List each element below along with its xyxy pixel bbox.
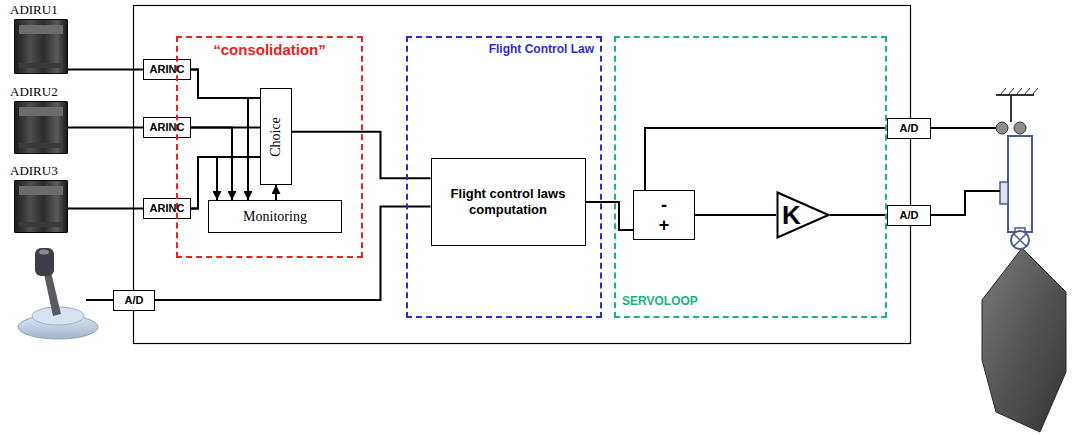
position-sensor bbox=[1000, 182, 1008, 204]
adiru-picture bbox=[14, 19, 68, 74]
joystick-button bbox=[39, 250, 49, 255]
actuator-cylinder bbox=[1008, 136, 1032, 232]
ad-converter: A/D bbox=[113, 290, 155, 311]
subtractor: -+ bbox=[633, 190, 695, 240]
control-law-group: Flight Control LawFlight control laws co… bbox=[406, 36, 602, 318]
ad-converter: A/D bbox=[887, 118, 931, 139]
adiru-panel bbox=[19, 107, 63, 116]
hinge-pivot bbox=[1011, 231, 1029, 249]
signal-line bbox=[68, 127, 143, 129]
box-label: ARINC bbox=[150, 202, 185, 215]
computer-housing bbox=[134, 6, 911, 344]
signal-line bbox=[830, 214, 887, 216]
joystick-illustration bbox=[18, 248, 98, 339]
unit-label: ADIRU3 bbox=[10, 163, 58, 178]
signal-line bbox=[586, 202, 634, 230]
servoloop-group: SERVOLOOP-+K bbox=[614, 36, 887, 318]
ground-line bbox=[996, 94, 1034, 96]
feedback-wire bbox=[931, 127, 996, 129]
ad-converter: A/D bbox=[887, 205, 931, 226]
actuator-illustration bbox=[982, 88, 1066, 432]
arinc-interface: ARINC bbox=[143, 59, 191, 80]
arinc-interface: ARINC bbox=[143, 117, 191, 138]
box-label: Monitoring bbox=[243, 209, 307, 225]
gain-triangle-shape bbox=[778, 193, 829, 238]
box-label: A/D bbox=[900, 122, 919, 135]
box-label: A/D bbox=[125, 294, 144, 307]
signal-line bbox=[645, 128, 887, 190]
gain-triangle: K bbox=[776, 191, 830, 239]
signal-line bbox=[275, 185, 277, 200]
adiru-unit: ADIRU3 bbox=[10, 163, 68, 233]
box-label: + bbox=[659, 216, 670, 234]
box-label: K bbox=[782, 201, 801, 229]
signal-line bbox=[695, 214, 776, 216]
joystick-wire bbox=[86, 299, 113, 301]
adiru-unit: ADIRU1 bbox=[10, 2, 68, 74]
adiru-panel bbox=[19, 186, 63, 195]
adiru-panel bbox=[19, 222, 63, 227]
signal-line bbox=[68, 208, 143, 210]
box-label: Choice bbox=[268, 117, 284, 157]
adiru-panel bbox=[19, 143, 63, 148]
command-wire bbox=[931, 191, 1000, 215]
adiru-picture bbox=[14, 101, 68, 154]
signal-line bbox=[68, 69, 143, 71]
group-title: “consolidation” bbox=[178, 41, 361, 58]
adiru-panel bbox=[19, 25, 63, 34]
pivot-cross bbox=[1014, 234, 1026, 246]
consolidation-group: “consolidation” ChoiceMonitoring bbox=[176, 36, 363, 258]
joystick-grip bbox=[35, 248, 54, 276]
roller bbox=[1014, 122, 1026, 134]
box-label: - bbox=[661, 196, 667, 214]
unit-label: ADIRU1 bbox=[10, 2, 58, 17]
roller bbox=[996, 122, 1008, 134]
box-label: ARINC bbox=[150, 121, 185, 134]
box-label: A/D bbox=[900, 209, 919, 222]
group-title: SERVOLOOP bbox=[622, 294, 698, 308]
choice-box: Choice bbox=[260, 88, 292, 185]
adiru-panel bbox=[19, 63, 63, 68]
adiru-picture bbox=[14, 180, 68, 233]
anchor-strut bbox=[1010, 95, 1012, 122]
process-box: Flight control laws computation bbox=[431, 158, 586, 246]
signal-line bbox=[191, 70, 260, 99]
monitoring-box: Monitoring bbox=[208, 200, 342, 233]
adiru-unit: ADIRU2 bbox=[10, 84, 68, 154]
control-surface bbox=[982, 248, 1066, 432]
box-label: ARINC bbox=[150, 63, 185, 76]
group-title: Flight Control Law bbox=[489, 42, 594, 56]
ground-hatch bbox=[1000, 88, 1038, 95]
box-label: Flight control laws computation bbox=[432, 186, 585, 218]
joystick-stick bbox=[44, 272, 61, 316]
signal-line bbox=[191, 70, 248, 201]
unit-label: ADIRU2 bbox=[10, 84, 58, 99]
signal-line bbox=[155, 206, 431, 300]
arinc-interface: ARINC bbox=[143, 198, 191, 219]
